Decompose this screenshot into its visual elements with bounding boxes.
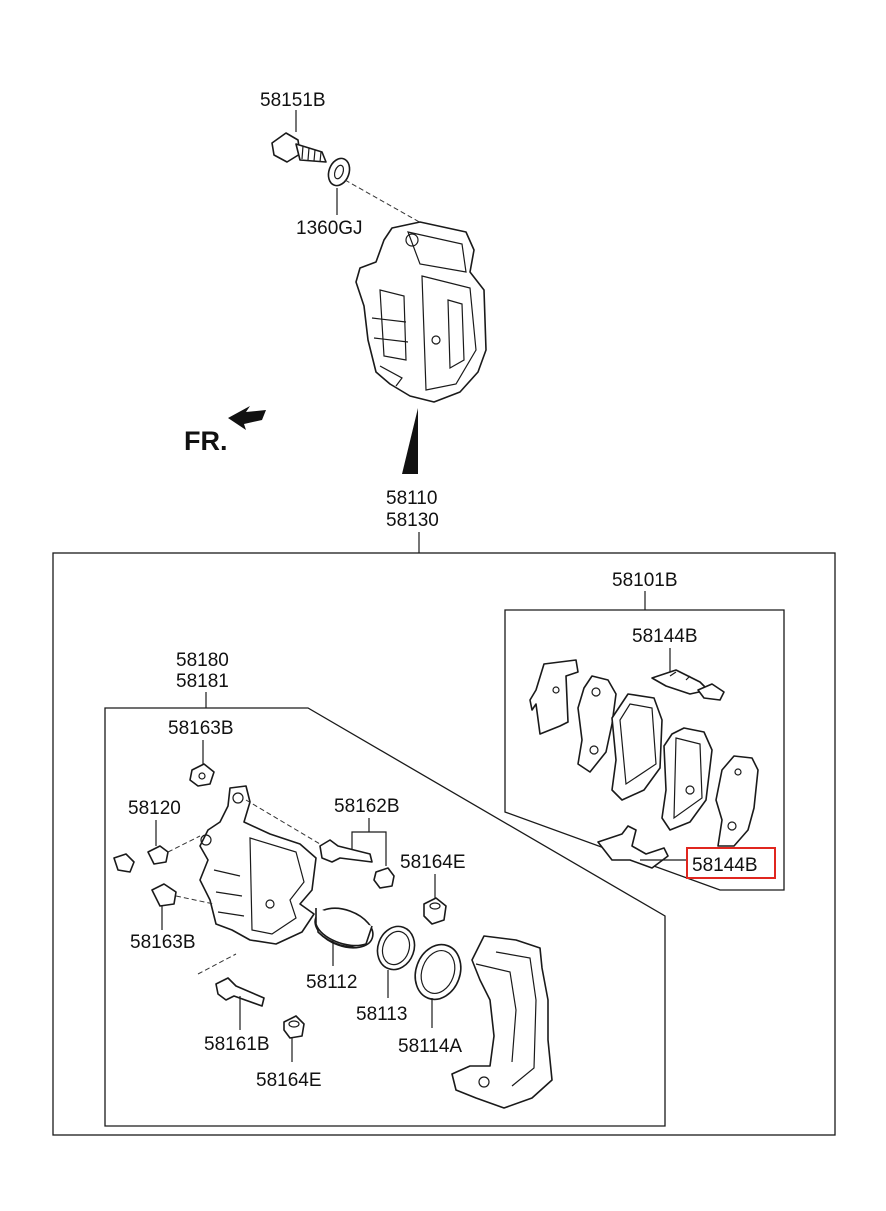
front-direction-arrow-icon [228, 406, 266, 430]
dust-boot-58114a[interactable] [408, 938, 468, 1006]
pad-shim-inner[interactable] [715, 755, 759, 847]
brake-pad-outer[interactable] [661, 727, 713, 831]
washer-1360gj[interactable] [325, 155, 353, 188]
callout-58163b-bottom: 58163B [130, 932, 196, 953]
callout-58144b-bottom[interactable]: 58144B [692, 855, 758, 876]
direction-label: FR. [184, 426, 228, 456]
brake-pad-backing-1[interactable] [577, 675, 617, 773]
bleeder-bolt-top[interactable] [189, 763, 215, 787]
bleeder-bolt-bottom[interactable] [151, 883, 177, 907]
callout-58161b: 58161B [204, 1034, 270, 1055]
callout-58110: 58110 [386, 488, 437, 509]
callout-58164e-top: 58164E [400, 852, 466, 873]
caliper-kit-frame [104, 707, 666, 1127]
guide-pin-58161b[interactable] [215, 977, 265, 1007]
callout-1360gj: 1360GJ [296, 218, 363, 239]
callout-58114a: 58114A [398, 1036, 462, 1057]
assembly-pointer [402, 408, 418, 474]
callout-58181: 58181 [176, 671, 229, 692]
guide-pin-58162b[interactable] [319, 839, 395, 889]
callout-58151b: 58151B [260, 90, 326, 111]
callout-58163b-top: 58163B [168, 718, 234, 739]
anti-rattle-clip-bottom[interactable] [597, 825, 669, 869]
callout-58130: 58130 [386, 510, 439, 531]
callout-58180: 58180 [176, 650, 229, 671]
callout-58101b: 58101B [612, 570, 678, 591]
callout-58113: 58113 [356, 1004, 407, 1025]
caliper-carrier-bracket[interactable] [451, 935, 553, 1109]
pad-shim-outer[interactable] [529, 659, 579, 735]
callout-58162b: 58162B [334, 796, 400, 817]
piston-seal-58113[interactable] [372, 921, 421, 975]
callout-58164e-bottom: 58164E [256, 1070, 322, 1091]
callout-58112: 58112 [306, 972, 357, 993]
caliper-assembly-top[interactable] [355, 221, 487, 403]
callout-58120: 58120 [128, 798, 181, 819]
bleeder-screw-58120[interactable] [113, 845, 169, 873]
caliper-housing[interactable] [199, 785, 317, 945]
outer-assembly-frame [52, 552, 836, 1136]
guide-pin-boot-top[interactable] [423, 897, 447, 925]
brake-pad-inner[interactable] [611, 693, 663, 801]
guide-pin-boot-bottom[interactable] [283, 1015, 305, 1039]
caliper-bolt-58151b[interactable] [271, 132, 327, 163]
highlight-box-58144b [686, 847, 776, 879]
caliper-piston-58112[interactable] [310, 901, 379, 955]
pad-kit-frame [504, 609, 785, 891]
callout-58144b-top: 58144B [632, 626, 698, 647]
anti-rattle-clip-top[interactable] [651, 669, 725, 701]
